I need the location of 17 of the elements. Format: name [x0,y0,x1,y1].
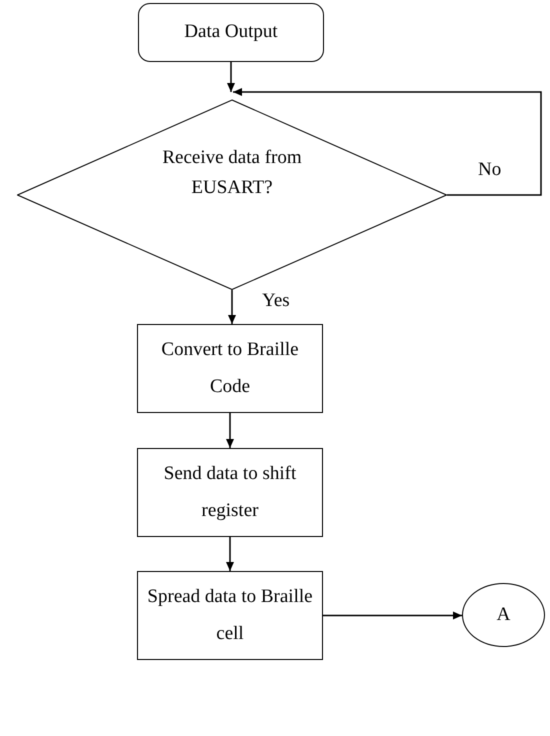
arrow [226,413,234,448]
connector-circle [462,583,545,647]
arrow [323,612,462,620]
arrow [233,88,542,196]
arrow [226,537,234,571]
arrow [227,62,235,92]
arrow [228,290,236,324]
process-box [137,571,323,660]
node-text: Data Output [183,20,279,44]
node-text: Spread data to Braille cell [146,585,314,646]
process-box [137,448,323,537]
node-text: A [496,602,512,627]
node-text: Receive data from EUSART? [161,146,303,200]
process-box [137,324,323,413]
terminal-box [138,3,324,62]
node-text: Send data to shift register [162,462,298,522]
node-text: Convert to Braille Code [160,338,300,398]
